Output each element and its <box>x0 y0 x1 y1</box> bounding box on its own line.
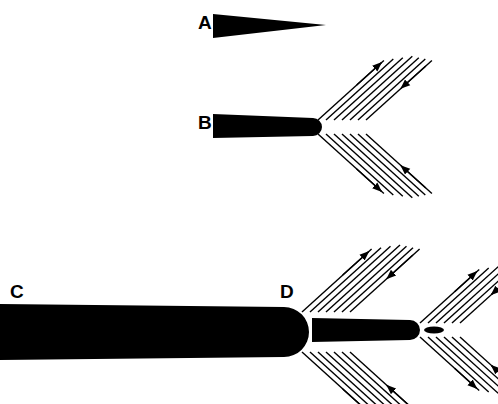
panel-label: C <box>10 282 24 301</box>
slip-line <box>358 134 425 195</box>
slip-arrow <box>387 386 413 404</box>
slip-arrow <box>343 389 369 404</box>
slip-line <box>350 352 420 404</box>
slip-line <box>326 245 400 312</box>
slip-line <box>420 337 479 391</box>
slip-arrow <box>343 252 369 275</box>
slip-arrow <box>357 63 382 85</box>
slip-arrow <box>455 368 477 388</box>
slip-line <box>318 246 391 312</box>
void <box>424 327 444 334</box>
slip-line <box>358 59 425 120</box>
slip-line <box>428 337 489 392</box>
slip-line <box>342 248 413 312</box>
slip-line <box>342 352 413 404</box>
blunt-crack <box>0 304 309 360</box>
slip-arrow <box>401 66 426 88</box>
panel-label: D <box>280 282 294 301</box>
slip-line <box>366 60 432 120</box>
slip-line <box>302 352 372 404</box>
slip-line <box>350 134 419 196</box>
slip-line <box>350 58 419 120</box>
slip-line <box>444 267 498 323</box>
panel-label: A <box>198 13 212 32</box>
slip-line <box>420 269 479 323</box>
slip-line <box>436 337 498 393</box>
sharp-crack <box>213 14 326 38</box>
slip-arrow <box>387 255 413 278</box>
slip-arrow <box>401 166 426 188</box>
slip-line <box>428 268 489 323</box>
slip-line <box>334 246 407 312</box>
slip-line <box>444 337 498 393</box>
slip-arrow <box>491 366 498 386</box>
slip-line <box>460 269 498 323</box>
slip-line <box>436 267 498 323</box>
panel-label: B <box>198 113 212 132</box>
slip-line <box>460 337 498 391</box>
slip-arrow <box>455 272 477 292</box>
slip-arrow <box>357 169 382 191</box>
slip-line <box>366 134 432 194</box>
slip-arrow <box>491 275 498 295</box>
blunt-crack <box>213 114 322 138</box>
blunt-crack <box>312 318 420 342</box>
